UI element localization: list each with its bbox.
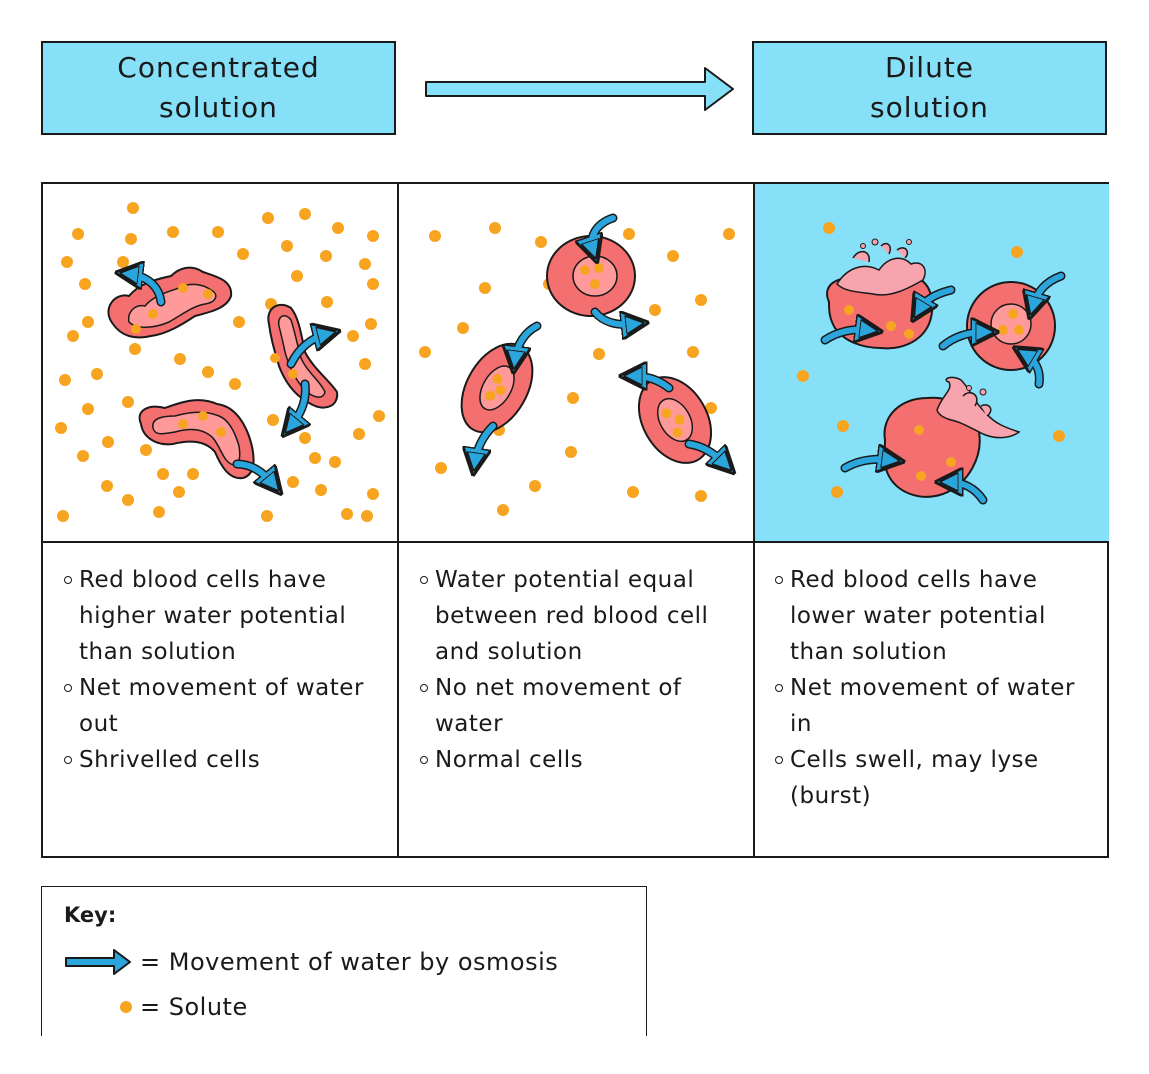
- dilute-panel-illustration: [797, 222, 1066, 505]
- osmosis-arrows: [129, 274, 327, 484]
- solute-dots: [797, 222, 1065, 498]
- legend-arrow-row: = Movement of water by osmosis: [64, 947, 562, 977]
- isotonic-panel-illustration: [419, 213, 754, 516]
- solute-dots: [55, 202, 385, 522]
- legend: Key: = Movement of water by osmosis = So…: [41, 886, 647, 1036]
- osmosis-arrows: [820, 271, 1066, 505]
- header-left-line2: solution: [159, 91, 278, 124]
- isotonic-description: Water potential equal between red blood …: [419, 562, 749, 778]
- bullet: Net movement of water in: [774, 670, 1104, 742]
- dilute-description: Red blood cells have lower water potenti…: [774, 562, 1104, 814]
- legend-arrow-label: = Movement of water by osmosis: [140, 948, 559, 976]
- normal-cell: [637, 376, 713, 464]
- bullet: Shrivelled cells: [63, 742, 393, 778]
- header-right-line1: Dilute: [884, 51, 975, 84]
- legend-solute-row: = Solute: [118, 993, 252, 1021]
- column-divider: [753, 184, 755, 856]
- solute-dot-icon: [120, 1001, 132, 1013]
- bullet: Normal cells: [419, 742, 749, 778]
- bullet: Water potential equal between red blood …: [419, 562, 749, 670]
- dilute-solution-label: Dilute solution: [752, 41, 1107, 135]
- bullet: Red blood cells have higher water potent…: [63, 562, 393, 670]
- header-right-line2: solution: [870, 91, 989, 124]
- comparison-grid: Red blood cells have higher water potent…: [41, 182, 1109, 858]
- shrivelled-cell: [267, 303, 339, 409]
- concentrated-solution-label: Concentrated solution: [41, 41, 396, 135]
- bullet: Cells swell, may lyse (burst): [774, 742, 1104, 814]
- header-left-line1: Concentrated: [117, 51, 320, 84]
- bullet: No net movement of water: [419, 670, 749, 742]
- shrivelled-cell: [138, 399, 255, 480]
- osmosis-arrows: [475, 213, 725, 464]
- solute-dots: [419, 222, 735, 516]
- bullet: Net movement of water out: [63, 670, 393, 742]
- bullet: Red blood cells have lower water potenti…: [774, 562, 1104, 670]
- legend-solute-label: = Solute: [140, 993, 248, 1021]
- osmosis-arrow-icon: [65, 949, 131, 975]
- shrivelled-cell: [107, 266, 233, 339]
- row-divider: [43, 541, 1107, 543]
- gradient-arrow: [425, 67, 734, 111]
- concentrated-description: Red blood cells have higher water potent…: [63, 562, 393, 778]
- column-divider: [397, 184, 399, 856]
- legend-title: Key:: [64, 903, 117, 927]
- concentrated-panel-illustration: [55, 202, 385, 522]
